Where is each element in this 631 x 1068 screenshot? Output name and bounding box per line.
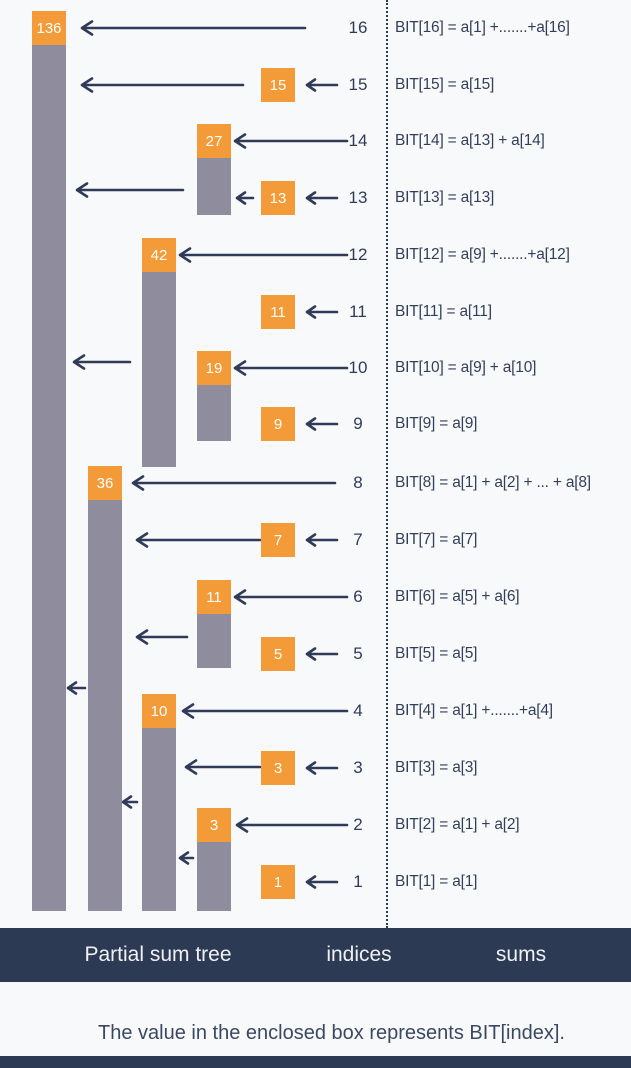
formula-bit-12: BIT[12] = a[9] +.......+a[12]	[395, 246, 570, 263]
sum-bar-6	[197, 614, 231, 668]
arrow	[233, 360, 349, 376]
bit-box-11: 11	[261, 295, 295, 329]
index-label-4: 4	[353, 701, 363, 720]
arrow	[305, 191, 339, 205]
formula-bit-6: BIT[6] = a[5] + a[6]	[395, 588, 520, 605]
arrow	[305, 533, 339, 547]
bit-box-15: 15	[261, 68, 295, 102]
bit-box-7: 7	[261, 523, 295, 557]
bit-box-9: 9	[261, 407, 295, 441]
index-label-1: 1	[353, 872, 363, 891]
index-label-9: 9	[353, 414, 363, 433]
arrow	[233, 133, 349, 149]
index-label-12: 12	[348, 245, 368, 264]
legend-sums: sums	[495, 943, 547, 966]
sum-bar-4	[142, 728, 176, 911]
caption-text: The value in the enclosed box represents…	[98, 1022, 565, 1044]
bit-box-1: 1	[261, 865, 295, 899]
arrow	[178, 247, 349, 263]
bit-box-8: 36	[88, 466, 122, 500]
sum-bar-12	[142, 272, 176, 467]
bit-box-4: 10	[142, 694, 176, 728]
legend-partial-sum-tree: Partial sum tree	[84, 943, 232, 966]
index-label-13: 13	[348, 188, 368, 207]
sum-bar-2	[197, 842, 231, 911]
arrow	[305, 647, 339, 661]
index-label-14: 14	[348, 131, 368, 150]
arrow	[135, 532, 262, 548]
bottom-strip	[0, 1056, 631, 1068]
formula-bit-9: BIT[9] = a[9]	[395, 415, 478, 432]
arrow	[305, 761, 339, 775]
arrow	[135, 629, 189, 645]
formula-bit-16: BIT[16] = a[1] +.......+a[16]	[395, 19, 570, 36]
arrow	[131, 475, 337, 491]
formula-bit-4: BIT[4] = a[1] +.......+a[4]	[395, 702, 553, 719]
sum-bar-10	[197, 385, 231, 441]
formula-bit-14: BIT[14] = a[13] + a[14]	[395, 132, 545, 149]
index-label-15: 15	[348, 75, 368, 94]
formula-bit-11: BIT[11] = a[11]	[395, 303, 492, 320]
bit-box-16: 136	[32, 11, 66, 45]
formula-bit-13: BIT[13] = a[13]	[395, 189, 495, 206]
index-label-2: 2	[353, 815, 363, 834]
bit-box-14: 27	[197, 124, 231, 158]
arrow	[184, 759, 262, 775]
formula-bit-1: BIT[1] = a[1]	[395, 873, 478, 890]
sum-bar-16	[32, 45, 66, 911]
formula-bit-8: BIT[8] = a[1] + a[2] + ... + a[8]	[395, 474, 591, 491]
index-label-5: 5	[353, 644, 363, 663]
arrow	[80, 20, 307, 36]
sum-bar-14	[197, 158, 231, 215]
arrow	[178, 851, 195, 865]
bit-box-10: 19	[197, 351, 231, 385]
formula-bit-15: BIT[15] = a[15]	[395, 76, 495, 93]
index-label-10: 10	[348, 358, 368, 377]
arrow	[305, 305, 339, 319]
arrow	[80, 77, 245, 93]
sum-bar-8	[88, 500, 122, 911]
index-label-6: 6	[353, 587, 363, 606]
arrow	[181, 703, 349, 719]
index-label-7: 7	[353, 530, 363, 549]
formula-bit-10: BIT[10] = a[9] + a[10]	[395, 359, 537, 376]
bit-box-12: 42	[142, 238, 176, 272]
arrow	[75, 182, 185, 198]
index-label-11: 11	[349, 302, 367, 321]
bit-box-13: 13	[261, 181, 295, 215]
arrow	[235, 817, 349, 833]
arrow	[235, 191, 255, 205]
index-label-16: 16	[348, 18, 368, 37]
bit-box-2: 3	[197, 808, 231, 842]
arrow	[305, 78, 339, 92]
arrow	[66, 681, 87, 695]
formula-bit-7: BIT[7] = a[7]	[395, 531, 478, 548]
bit-box-5: 5	[261, 637, 295, 671]
arrow	[72, 354, 132, 370]
bit-box-3: 3	[261, 751, 295, 785]
arrow	[305, 417, 339, 431]
index-label-3: 3	[353, 758, 363, 777]
dotted-separator-line	[386, 0, 388, 928]
formula-bit-3: BIT[3] = a[3]	[395, 759, 478, 776]
arrow	[233, 589, 349, 605]
formula-bit-2: BIT[2] = a[1] + a[2]	[395, 816, 520, 833]
legend-band: Partial sum tree indices sums	[0, 928, 631, 982]
bit-box-6: 11	[197, 580, 231, 614]
arrow	[121, 795, 139, 809]
index-label-8: 8	[353, 473, 363, 492]
legend-indices: indices	[326, 943, 392, 966]
formula-bit-5: BIT[5] = a[5]	[395, 645, 478, 662]
arrow	[305, 875, 339, 889]
